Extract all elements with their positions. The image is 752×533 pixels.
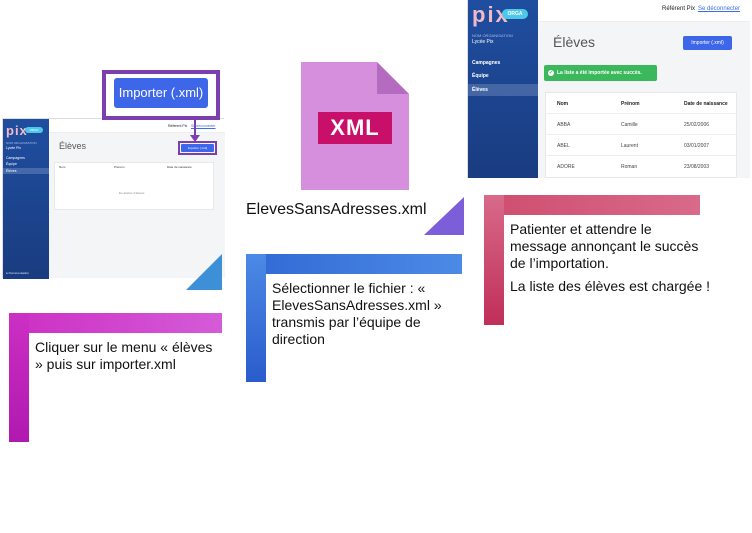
xml-file-label: XML [318, 112, 392, 144]
step3-logout-link[interactable]: Se déconnecter [698, 6, 741, 12]
step1-orga-badge: ORGA [25, 127, 43, 133]
zoomed-import-button[interactable]: Importer (.xml) [114, 78, 208, 108]
step1-col-nom: Nom [59, 165, 66, 169]
check-icon: ✓ [548, 70, 554, 76]
step3-students-table [545, 92, 737, 178]
table-cell: 23/08/2003 [684, 164, 710, 170]
step3-org-label: NOM ORGANISATION [472, 33, 513, 38]
callout2-bracket-top [246, 254, 462, 274]
step3-col-prenom: Prénom [621, 101, 640, 107]
step3-nav-eleves[interactable]: Élèves [468, 84, 538, 96]
step1-page-title: Élèves [59, 141, 87, 151]
callout3-bracket-left [484, 195, 504, 325]
step3-page-title: Élèves [553, 34, 596, 50]
zoom-arrow-line [194, 120, 196, 138]
step1-referent: Référent Pix [168, 124, 188, 128]
table-divider [545, 113, 737, 114]
corner-triangle-purple [424, 197, 464, 235]
step1-org-label: NOM ORGANISATION [6, 141, 37, 145]
step3-orga-badge: ORGA [502, 9, 528, 19]
step1-students-table [54, 162, 214, 210]
step1-sidebar [3, 119, 49, 279]
step1-topbar [49, 119, 225, 133]
step3-col-date: Date de naissance [684, 101, 728, 107]
step3-topbar [538, 0, 750, 22]
step1-button-highlight [178, 141, 217, 155]
table-cell: ABEL [557, 143, 570, 149]
xml-file-name: ElevesSansAdresses.xml [246, 201, 427, 218]
step3-col-nom: Nom [557, 101, 569, 107]
callout-step3-line1: Patienter et attendre le message annonça… [510, 221, 699, 271]
callout-step3: Patienter et attendre le message annonça… [510, 221, 710, 295]
step1-documentation-link[interactable]: ● Documentation [6, 271, 29, 275]
step3-success-banner: ✓La liste a été importée avec succès. [544, 65, 657, 81]
step3-nav-campagnes[interactable]: Campagnes [472, 60, 501, 66]
table-divider [545, 155, 737, 156]
table-divider [545, 134, 737, 135]
table-cell: Camille [621, 122, 638, 128]
table-cell: 25/02/2006 [684, 122, 710, 128]
callout-step2: Sélectionner le fichier : « ElevesSansAd… [272, 280, 442, 347]
step1-empty-message: En attente d'élèves [119, 191, 145, 195]
step3-pix-logo: pix [472, 2, 510, 27]
table-cell: 03/01/2007 [684, 143, 710, 149]
step3-import-button[interactable]: Importer (.xml) [683, 36, 732, 50]
corner-triangle-blue [186, 254, 222, 290]
step1-nav-eleves[interactable]: Élèves [3, 168, 49, 174]
step3-referent: Référent Pix [662, 6, 696, 12]
table-cell: Laurent [621, 143, 638, 149]
table-cell: Roman [621, 164, 638, 170]
step1-documentation-label: Documentation [8, 271, 29, 275]
step3-success-text: La liste a été importée avec succès. [557, 70, 642, 76]
step1-nav-campagnes[interactable]: Campagnes [6, 156, 25, 160]
callout2-bracket-left [246, 254, 266, 382]
step3-school-name: Lycée Pix [472, 39, 494, 45]
step3-sidebar [468, 0, 538, 178]
arrow-down-icon [190, 135, 200, 142]
step1-school-name: Lycée Pix [6, 146, 22, 150]
doc-icon: ● [6, 271, 9, 275]
step1-import-button[interactable]: Importer (.xml) [181, 144, 214, 152]
step1-col-prenom: Prénom [114, 165, 125, 169]
table-cell: ADORE [557, 164, 575, 170]
step1-pix-logo: pix [6, 123, 28, 138]
callout3-bracket-top [484, 195, 700, 215]
callout1-bracket-left [9, 313, 29, 442]
callout1-bracket-top [9, 313, 222, 333]
table-cell: ABBA [557, 122, 571, 128]
step1-logout-link[interactable]: Se déconnecter [191, 124, 216, 128]
callout-step3-line2: La liste des élèves est chargée ! [510, 278, 711, 294]
callout-step1: Cliquer sur le menu « élèves » puis sur … [35, 339, 213, 372]
step1-nav-equipe[interactable]: Équipe [6, 162, 17, 166]
step1-col-date: Date de naissance [167, 165, 192, 169]
step3-nav-equipe[interactable]: Équipe [472, 73, 489, 79]
